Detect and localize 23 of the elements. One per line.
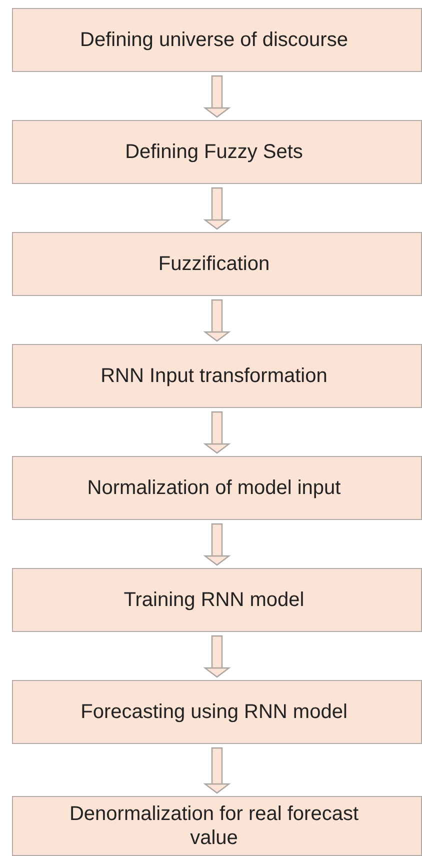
down-arrow [203,747,231,794]
down-arrow [203,299,231,342]
down-arrow [203,635,231,678]
down-arrow [203,523,231,566]
step-label: Forecasting using RNN model [80,700,348,724]
process-box [12,456,422,520]
step-label: Fuzzification [157,252,271,276]
step-label: RNN Input transformation [100,364,328,388]
step-label: Denormalization for real forecast value [68,802,360,850]
step-label: Defining universe of discourse [79,28,349,52]
step-label: Training RNN model [122,588,306,612]
process-box [12,232,422,296]
process-box [12,344,422,408]
down-arrow [203,187,231,230]
down-arrow [203,411,231,454]
process-box [12,680,422,744]
process-box [12,568,422,632]
process-box [12,796,422,856]
process-box [12,8,422,72]
step-label: Defining Fuzzy Sets [124,140,304,164]
down-arrow [203,75,231,118]
process-box [12,120,422,184]
step-label: Normalization of model input [86,476,342,500]
